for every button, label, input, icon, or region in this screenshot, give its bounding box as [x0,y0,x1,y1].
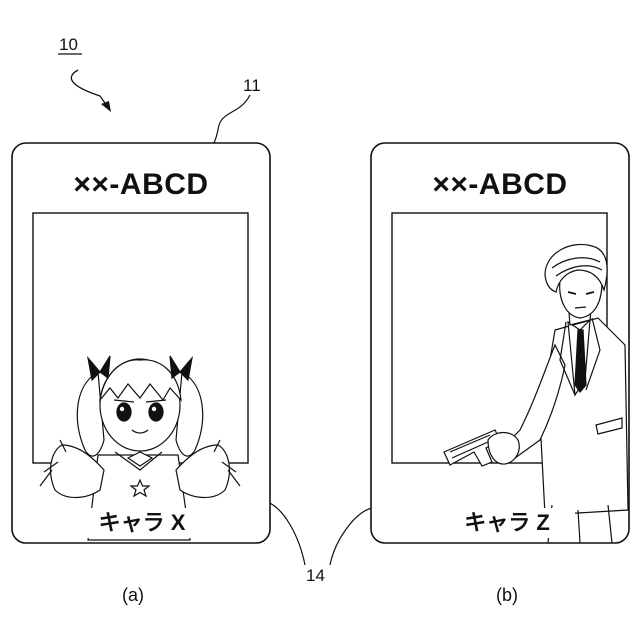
girl-left-eye-highlight [120,407,124,411]
girl-right-eye-highlight [152,407,156,411]
ref-label-10: 10 [59,36,78,53]
leader-line-14-right [330,508,372,565]
card-a [12,143,270,543]
ref-arrow-10-head [101,101,111,112]
girl-right-eye [149,403,163,421]
ref-label-14: 14 [306,567,325,584]
card-a-title: ××-ABCD [12,170,270,200]
card-a-character-name: キャラ X [42,512,242,534]
girl-left-eye [117,403,131,421]
ref-label-11: 11 [243,77,261,94]
caption-b: (b) [477,586,537,604]
card-b-character-name: キャラ Z [407,512,607,534]
card-b [371,143,629,543]
card-b-title: ××-ABCD [371,170,629,200]
caption-a: (a) [103,586,163,604]
